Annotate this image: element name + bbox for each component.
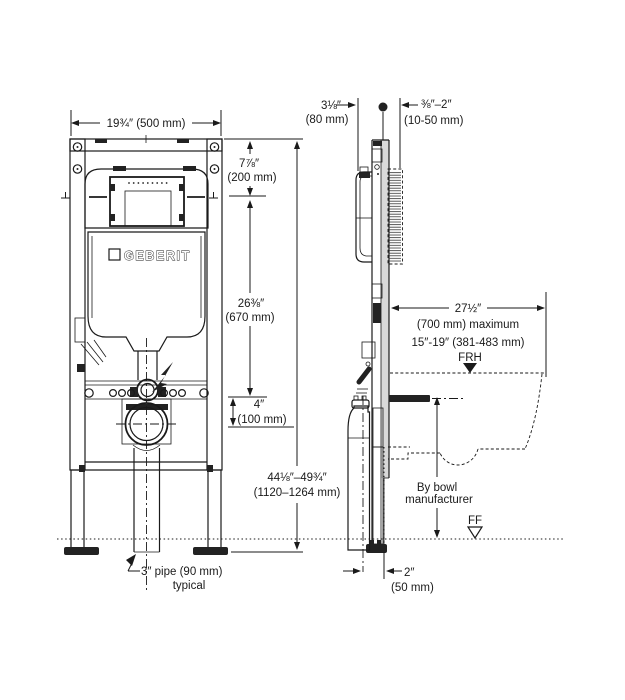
arrowhead-up-icon xyxy=(247,200,253,208)
dim-actuator-height-in: 7⅞″ xyxy=(239,158,259,170)
pipe-note-line2: typical xyxy=(173,580,206,592)
ff-level-marker xyxy=(466,526,484,540)
flush-bend-gaiter xyxy=(356,366,372,385)
corner-screw-icon xyxy=(209,164,220,174)
dim-tank-height-mm: (670 mm) xyxy=(225,312,274,324)
by-bowl-line1: By bowl xyxy=(417,482,457,494)
arrowhead-down-icon xyxy=(247,188,253,196)
dim-overall-height-in: 44⅛″–49¾″ xyxy=(267,472,326,484)
corner-screw-icon xyxy=(72,164,83,174)
dim-by-bowl: By bowl manufacturer xyxy=(405,397,473,538)
front-view: 19¾″ (500 mm) xyxy=(61,110,341,592)
dim-overall-height: 44⅛″–49¾″ (1120–1264 mm) xyxy=(231,141,341,553)
ff-label: FF xyxy=(468,515,482,527)
actuator-opening xyxy=(84,166,209,229)
dim-wall-thickness: ⅜″–2″ (10-50 mm) xyxy=(378,98,464,168)
dim-bowl-projection-in: 27½″ xyxy=(455,303,481,315)
pipe-callout: 3″ pipe (90 mm) typical xyxy=(126,554,223,592)
frame-foot xyxy=(366,544,387,553)
corner-screw-icon xyxy=(209,142,220,152)
frh-level-marker xyxy=(463,363,477,373)
arrowhead-right-icon xyxy=(348,102,356,108)
dim-outlet-height-in: 4″ xyxy=(254,399,264,411)
arrowhead-left-icon xyxy=(71,120,79,126)
dim-actuator-height: 7⅞″ (200 mm) xyxy=(227,141,277,197)
by-bowl-line2: manufacturer xyxy=(405,494,473,506)
leader-arrowhead-icon xyxy=(126,554,136,566)
frame-foot xyxy=(193,547,228,555)
dim-overall-height-mm: (1120–1264 mm) xyxy=(254,487,341,499)
finished-wall-hatch xyxy=(387,168,403,265)
arrowhead-down-icon xyxy=(230,418,236,426)
arrowhead-left-icon xyxy=(386,568,394,574)
dim-frame-width-label: 19¾″ (500 mm) xyxy=(107,118,186,130)
dim-tank-height: 26⅜″ (670 mm) xyxy=(225,200,275,396)
arrowhead-up-icon xyxy=(294,141,300,149)
arrowhead-down-icon xyxy=(247,388,253,396)
brand-logo-square-icon xyxy=(108,248,121,261)
dim-wall-thickness-mm: (10-50 mm) xyxy=(404,115,464,127)
anchor-mark-icon xyxy=(61,192,218,199)
lightning-icon xyxy=(152,362,173,392)
supply-fitting xyxy=(74,317,107,372)
dim-rim-height: 15″-19″ (381-483 mm) xyxy=(412,337,525,349)
carrier-frame xyxy=(61,135,228,555)
ff-marker: FF xyxy=(466,515,484,540)
dim-actuator-height-mm: (200 mm) xyxy=(227,172,276,184)
dim-frame-depth: 3⅛″ (80 mm) xyxy=(306,98,359,171)
arrowhead-right-icon xyxy=(213,120,221,126)
pipe-note-line1: 3″ pipe (90 mm) xyxy=(141,566,223,578)
side-cistern xyxy=(355,166,372,263)
arrowhead-down-icon xyxy=(434,530,440,538)
dim-bowl-projection-mm: (700 mm) maximum xyxy=(417,319,519,331)
arrowhead-right-icon xyxy=(353,568,361,574)
dim-frame-width: 19¾″ (500 mm) xyxy=(70,110,222,136)
cistern: GEBERIT xyxy=(87,231,206,352)
dim-pipe-offset: 2″ (50 mm) xyxy=(343,552,434,594)
dim-frame-depth-in: 3⅛″ xyxy=(321,100,341,112)
arrowhead-right-icon xyxy=(537,305,545,311)
dim-frame-depth-mm: (80 mm) xyxy=(306,114,349,126)
frame-foot xyxy=(64,547,99,555)
dim-tank-height-in: 26⅜″ xyxy=(238,298,264,310)
arrowhead-up-icon xyxy=(247,141,253,149)
brand-logo: GEBERIT xyxy=(124,249,191,263)
dim-bowl-depth: 27½″ (700 mm) maximum 15″-19″ (381-483 m… xyxy=(391,292,547,377)
frh-label: FRH xyxy=(458,352,482,364)
drain-bend xyxy=(347,388,371,572)
dim-outlet-height-mm: (100 mm) xyxy=(237,414,286,426)
arrowhead-down-icon xyxy=(294,542,300,550)
reference-point-marker xyxy=(378,102,388,112)
side-view: 3⅛″ (80 mm) ⅜″–2″ (10-50 mm) xyxy=(306,98,547,594)
arrowhead-left-icon xyxy=(401,102,409,108)
dim-wall-thickness-in: ⅜″–2″ xyxy=(421,99,452,111)
dim-pipe-offset-in: 2″ xyxy=(404,567,414,579)
dim-outlet-height: 4″ (100 mm) xyxy=(228,396,294,428)
flush-valve-cap xyxy=(359,172,370,178)
centerlines xyxy=(116,338,177,590)
toilet-bowl-outline xyxy=(388,372,545,466)
vent-dots-icon xyxy=(128,182,168,184)
corner-screw-icon xyxy=(72,142,83,152)
dim-pipe-offset-mm: (50 mm) xyxy=(391,582,434,594)
